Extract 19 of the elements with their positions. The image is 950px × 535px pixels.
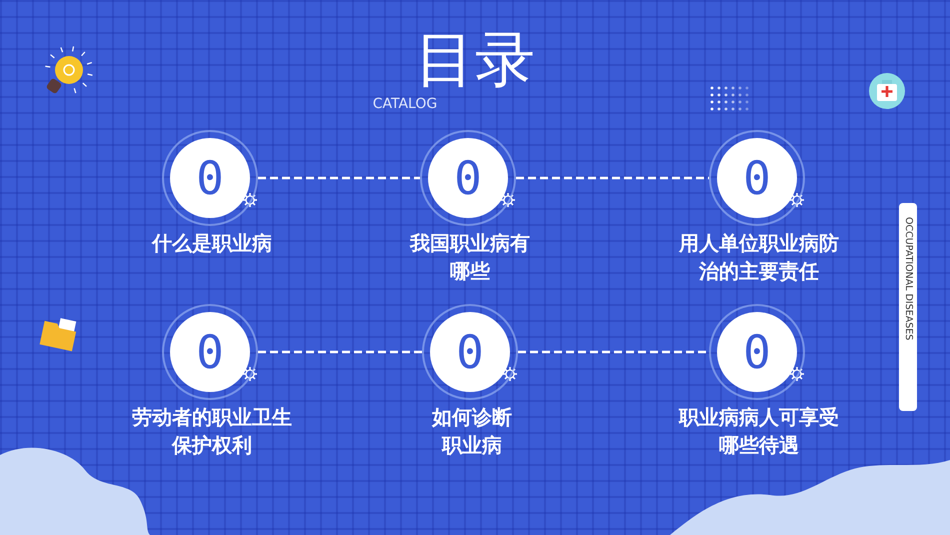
dashed-connector: [258, 176, 420, 180]
caption-text: 职业病病人可享受哪些待遇: [678, 404, 840, 459]
number-circle: 0: [422, 304, 518, 400]
number-circle: 0: [162, 304, 258, 400]
caption-text: 我国职业病有哪些: [408, 230, 531, 285]
dashed-connector: [516, 176, 709, 180]
vertical-tab: OCCUPATIONAL DISEASES: [899, 203, 917, 411]
caption-text: 用人单位职业病防治的主要责任: [678, 230, 840, 285]
caption-text: 如何诊断职业病: [430, 404, 513, 459]
number-circle: 0: [162, 130, 258, 226]
dashed-connector: [518, 350, 709, 354]
number-circle: 0: [420, 130, 516, 226]
number-circle: 0: [709, 304, 805, 400]
number-circle: 0: [709, 130, 805, 226]
title: 目录: [414, 24, 536, 97]
dashed-connector: [258, 350, 422, 354]
caption-text: 劳动者的职业卫生保护权利: [131, 404, 293, 459]
subtitle: CATALOG: [372, 95, 438, 113]
caption-text: 什么是职业病: [150, 230, 273, 257]
